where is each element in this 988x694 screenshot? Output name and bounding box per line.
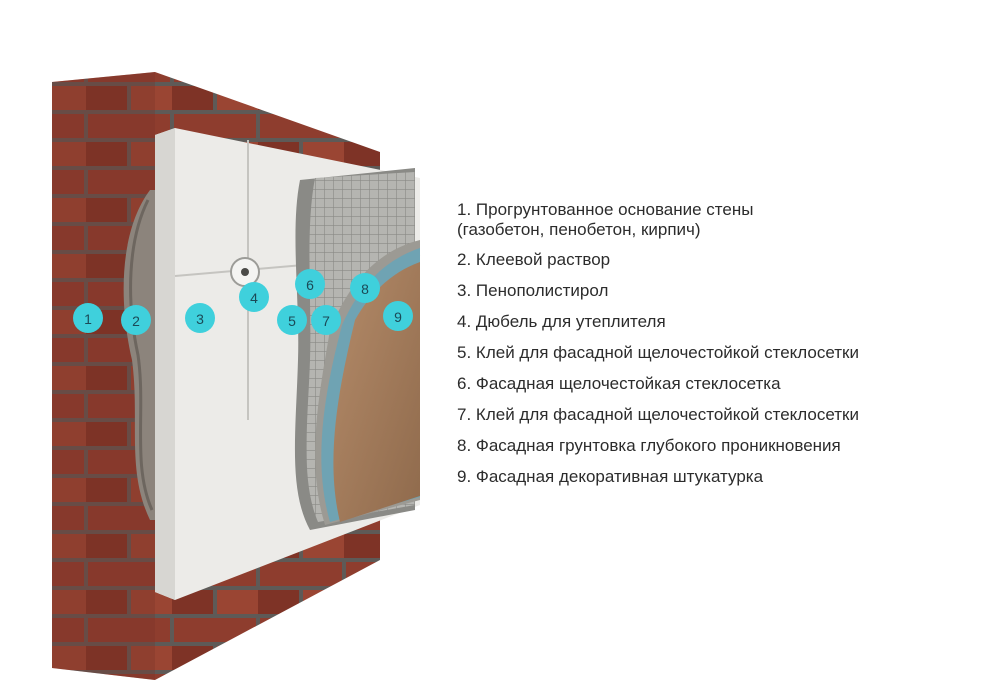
legend-text: Прогрунтованное основание стены: [475, 200, 754, 219]
legend-number: 7.: [457, 405, 472, 424]
marker-label: 4: [250, 290, 258, 306]
legend-item: 5. Клей для фасадной щелочестойкой стекл…: [457, 337, 977, 368]
legend-item: 7. Клей для фасадной щелочестойкой стекл…: [457, 399, 977, 430]
marker-label: 6: [306, 277, 314, 293]
legend-item: 2. Клеевой раствор: [457, 244, 977, 275]
legend-item: 4. Дюбель для утеплителя: [457, 306, 977, 337]
layer-marker-8: 8: [350, 273, 380, 303]
layer-marker-7: 7: [311, 305, 341, 335]
layer-marker-1: 1: [73, 303, 103, 333]
marker-circle: [350, 273, 380, 303]
legend-item: 6. Фасадная щелочестойкая стеклосетка: [457, 368, 977, 399]
layer-legend: 1. Прогрунтованное основание стены (газо…: [457, 194, 977, 492]
foam-board-side: [155, 128, 175, 600]
legend-text: Фасадная грунтовка глубокого проникновен…: [475, 436, 841, 455]
marker-circle: [277, 305, 307, 335]
legend-item: 9. Фасадная декоративная штукатурка: [457, 461, 977, 492]
marker-label: 2: [132, 313, 140, 329]
legend-text: Дюбель для утеплителя: [475, 312, 666, 331]
legend-item: 1. Прогрунтованное основание стены (газо…: [457, 194, 977, 244]
layer-marker-5: 5: [277, 305, 307, 335]
legend-number: 3.: [457, 281, 472, 300]
marker-circle: [311, 305, 341, 335]
marker-label: 7: [322, 313, 330, 329]
marker-circle: [73, 303, 103, 333]
legend-text: Клей для фасадной щелочестойкой стеклосе…: [475, 405, 859, 424]
legend-text: Фасадная щелочестойкая стеклосетка: [475, 374, 781, 393]
marker-circle: [383, 301, 413, 331]
marker-label: 1: [84, 311, 92, 327]
layer-marker-2: 2: [121, 305, 151, 335]
marker-label: 9: [394, 309, 402, 325]
legend-text: Клей для фасадной щелочестойкой стеклосе…: [475, 343, 859, 362]
legend-text: Фасадная декоративная штукатурка: [475, 467, 764, 486]
layer-markers: 1 2 3 4 5 6 7 8 9: [73, 269, 413, 335]
legend-number: 2.: [457, 250, 472, 269]
layer-marker-9: 9: [383, 301, 413, 331]
adhesive-mortar: [123, 190, 160, 520]
marker-label: 3: [196, 311, 204, 327]
legend-number: 6.: [457, 374, 472, 393]
legend-text-line2: (газобетон, пенобетон, кирпич): [457, 220, 701, 239]
legend-number: 5.: [457, 343, 472, 362]
marker-label: 8: [361, 281, 369, 297]
marker-circle: [239, 282, 269, 312]
layer-marker-3: 3: [185, 303, 215, 333]
legend-number: 8.: [457, 436, 472, 455]
marker-circle: [121, 305, 151, 335]
layer-marker-4: 4: [239, 282, 269, 312]
legend-text: Клеевой раствор: [475, 250, 611, 269]
legend-number: 1.: [457, 200, 472, 219]
layer-marker-6: 6: [295, 269, 325, 299]
brick-wall-edge: [52, 72, 155, 680]
legend-number: 4.: [457, 312, 472, 331]
legend-number: 9.: [457, 467, 472, 486]
legend-item: 3. Пенополистирол: [457, 275, 977, 306]
marker-circle: [295, 269, 325, 299]
legend-text: Пенополистирол: [475, 281, 609, 300]
legend-item: 8. Фасадная грунтовка глубокого проникно…: [457, 430, 977, 461]
marker-label: 5: [288, 313, 296, 329]
marker-circle: [185, 303, 215, 333]
